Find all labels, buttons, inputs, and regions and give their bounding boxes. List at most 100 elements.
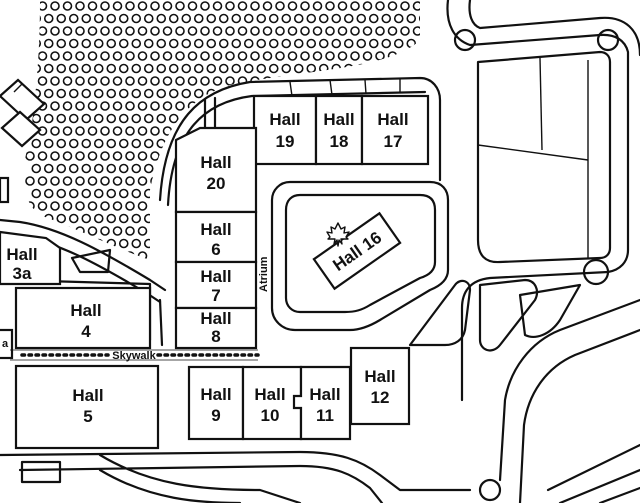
tree-mark (68, 138, 79, 149)
tree-mark (312, 51, 323, 61)
tree-mark (393, 63, 404, 74)
tree-mark (451, 227, 459, 235)
tree-mark (156, 238, 167, 249)
hall-16[interactable]: Hall 16 (312, 211, 402, 291)
tree-mark (281, 13, 292, 24)
hall-7[interactable]: Hall 7 (174, 260, 258, 310)
tree-mark (464, 227, 472, 235)
hall-18[interactable]: Hall 18 (314, 94, 364, 166)
tree-mark (68, 113, 79, 124)
tree-mark (168, 63, 179, 74)
tree-mark (87, 151, 98, 161)
tree-mark (62, 1, 73, 11)
tree-mark (100, 76, 110, 86)
tree-mark (75, 151, 85, 161)
tree-mark (343, 188, 354, 199)
tree-mark (451, 2, 459, 10)
tree-mark (212, 26, 223, 36)
tree-mark (100, 176, 110, 186)
hall-4[interactable]: Hall 4 (14, 286, 152, 350)
tree-mark (164, 277, 172, 285)
tree-mark (31, 63, 42, 74)
tree-mark (426, 52, 434, 60)
hall-18-number: 18 (330, 132, 349, 151)
tree-mark (243, 38, 254, 49)
tree-mark (150, 51, 160, 61)
tree-mark (445, 90, 453, 98)
tree-mark (256, 38, 267, 49)
hall-5-label: Hall (72, 386, 103, 405)
skywalk-label: Skywalk (112, 350, 156, 362)
tree-mark (206, 13, 217, 24)
hall-12[interactable]: Hall 12 (349, 346, 411, 426)
tree-mark (445, 40, 453, 48)
tree-mark (287, 201, 298, 211)
tree-mark (125, 201, 135, 211)
tree-mark (43, 38, 54, 49)
hall-6[interactable]: Hall 6 (174, 210, 258, 264)
tree-mark (143, 188, 154, 199)
tree-mark (412, 201, 420, 211)
tree-mark (106, 113, 117, 124)
hall-12-label: Hall (364, 367, 395, 386)
tree-mark (370, 265, 378, 273)
tree-mark (381, 13, 392, 24)
tree-mark (31, 213, 42, 224)
hall-19[interactable]: Hall 19 (252, 94, 318, 166)
tree-mark (43, 88, 54, 99)
tree-mark (231, 13, 242, 24)
tree-mark (306, 188, 317, 199)
tree-mark (432, 190, 440, 198)
hall-5[interactable]: Hall 5 (14, 364, 160, 450)
tree-mark (250, 51, 260, 61)
tree-mark (150, 251, 160, 260)
tree-mark (439, 52, 447, 60)
hall-3a[interactable]: Hall 3a (0, 230, 62, 286)
tree-mark (432, 240, 440, 248)
tree-mark (457, 165, 465, 173)
tree-mark (318, 63, 329, 74)
tree-mark (362, 201, 373, 211)
tree-mark (407, 265, 415, 273)
tree-mark (426, 252, 434, 260)
hall-17[interactable]: Hall 17 (360, 94, 430, 166)
hall-6-number: 6 (211, 240, 220, 259)
tree-mark (106, 213, 117, 224)
tree-mark (100, 151, 110, 161)
tree-mark (75, 26, 85, 36)
hall-11[interactable]: Hall 11 (292, 365, 352, 441)
hall-7-label: Hall (200, 267, 231, 286)
hall-8[interactable]: Hall 8 (174, 306, 258, 350)
tree-mark (56, 213, 67, 224)
hall-10[interactable]: Hall 10 (241, 365, 303, 441)
tree-mark (87, 51, 98, 61)
tree-mark (131, 38, 142, 49)
tree-mark (118, 63, 129, 74)
tree-mark (293, 238, 304, 249)
tree-mark (357, 290, 365, 298)
tree-mark (418, 38, 420, 49)
tree-mark (350, 1, 360, 11)
tree-mark (318, 13, 329, 24)
tree-mark (306, 13, 317, 24)
tree-mark (143, 138, 154, 149)
tree-mark (81, 88, 92, 99)
hall-9[interactable]: Hall 9 (187, 365, 245, 441)
tree-mark (43, 163, 54, 174)
tree-mark (400, 26, 410, 36)
tree-mark (262, 51, 273, 61)
hall-20-number: 20 (207, 174, 226, 193)
tree-mark (457, 265, 465, 273)
hall-11-number: 11 (316, 406, 334, 425)
tree-mark (37, 151, 48, 161)
tree-mark (412, 226, 420, 236)
tree-mark (112, 76, 123, 86)
tree-mark (281, 188, 292, 199)
tree-mark (337, 26, 348, 36)
tree-mark (43, 63, 54, 74)
tree-mark (337, 76, 348, 86)
hall-20[interactable]: Hall 20 (174, 126, 258, 214)
tree-mark (75, 176, 85, 186)
tree-mark (56, 138, 67, 149)
